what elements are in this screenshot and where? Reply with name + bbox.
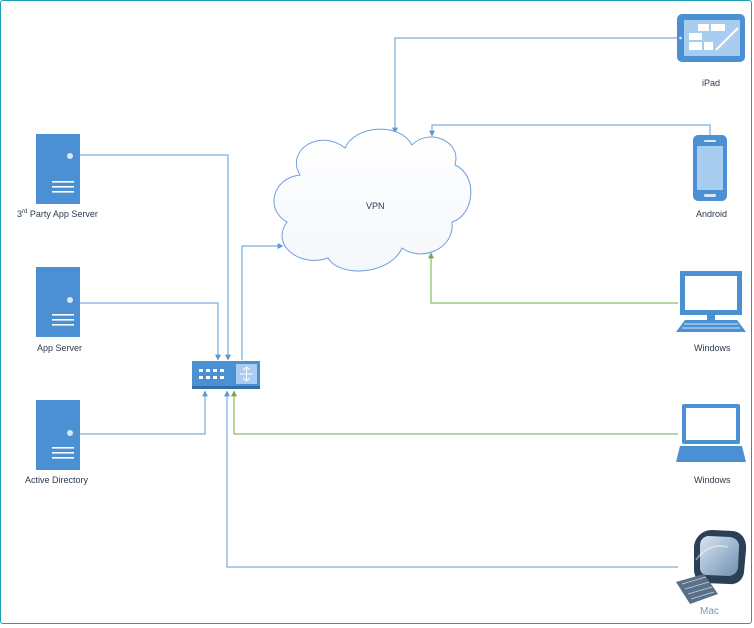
server-active-directory-label: Active Directory <box>25 475 89 485</box>
server-3rd-party-icon <box>36 134 80 204</box>
server-3rd-party-label: 3rd Party App Server <box>17 209 98 219</box>
android-label: Android <box>696 209 728 219</box>
connector-lines <box>80 37 711 568</box>
connector-app-server-to-switch <box>80 302 221 361</box>
android-phone-icon <box>693 135 727 201</box>
server-app-icon <box>36 267 80 337</box>
connector-android-to-vpn <box>429 124 711 137</box>
mac-label: Mac <box>700 606 719 617</box>
server-3rd-party-label-text: Party App Server <box>27 209 98 219</box>
windows-laptop-icon <box>676 404 746 462</box>
connector-3rd-party-to-switch <box>80 154 231 361</box>
mac-icon <box>676 530 747 604</box>
ipad-label: iPad <box>702 78 721 88</box>
server-active-directory-icon <box>36 400 80 470</box>
vpn-label: VPN <box>366 201 385 211</box>
connector-ipad-to-vpn <box>392 37 678 134</box>
windows-desktop-label: Windows <box>694 343 731 353</box>
windows-laptop-label: Windows <box>694 475 731 485</box>
connector-windows-laptop-to-switch <box>231 390 678 435</box>
ipad-icon <box>677 14 745 62</box>
vpn-cloud-icon <box>273 128 472 272</box>
server-app-label: App Server <box>37 343 83 353</box>
windows-desktop-icon <box>676 271 746 332</box>
server-3rd-party-label-number: 3 <box>17 209 23 219</box>
connector-mac-to-switch <box>224 390 678 568</box>
server-3rd-party-label-suffix: rd <box>22 209 28 215</box>
network-switch-icon <box>192 361 260 389</box>
connector-active-directory-to-switch <box>80 390 208 435</box>
connector-switch-to-vpn <box>241 243 284 360</box>
connector-windows-desktop-to-vpn <box>428 252 678 304</box>
